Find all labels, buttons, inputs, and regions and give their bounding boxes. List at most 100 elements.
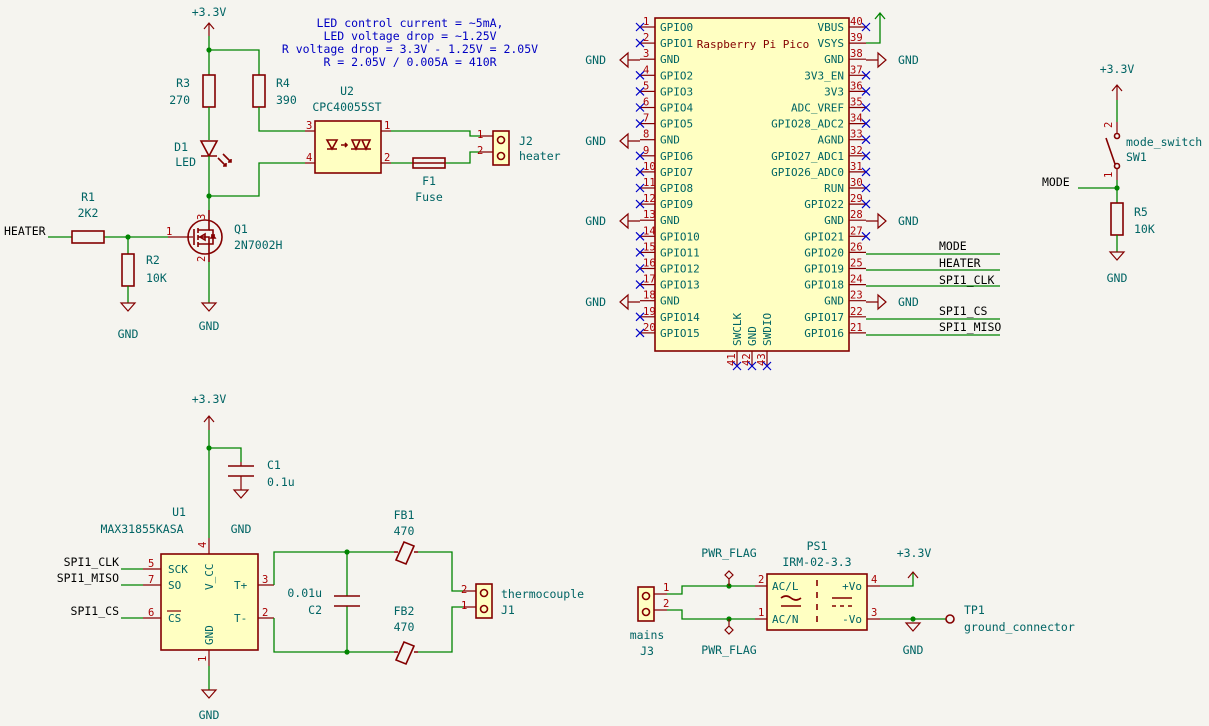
- pico-pin-name: SWCLK: [731, 313, 744, 346]
- ssr-u2[interactable]: U2 CPC40055ST 3 4 1 2: [305, 84, 391, 174]
- net-label-spi-miso-pico[interactable]: SPI1_MISO: [939, 320, 1001, 334]
- testpoint-tp1[interactable]: TP1 ground_connector: [945, 603, 1075, 634]
- net-label-spi-cs-u1[interactable]: SPI1_CS: [71, 604, 120, 618]
- net-label-heater-pico[interactable]: HEATER: [939, 256, 981, 270]
- ground-icon: [619, 293, 640, 311]
- net-label-mode-switch[interactable]: MODE: [1042, 175, 1070, 189]
- fuse-f1[interactable]: F1 Fuse: [412, 157, 446, 204]
- pwr-flag-bottom[interactable]: PWR_FLAG: [701, 619, 757, 657]
- ferrite-fb2[interactable]: FB2 470: [394, 604, 418, 666]
- connector-j3[interactable]: 1 2 mains J3: [630, 582, 670, 658]
- gnd-r2[interactable]: GND: [118, 302, 139, 341]
- capacitor-c1[interactable]: C1 0.1u: [228, 458, 295, 490]
- resistor-r5[interactable]: R5 10K: [1110, 202, 1155, 236]
- fb1-value: 470: [394, 524, 415, 538]
- net-label-spi-clk-u1[interactable]: SPI1_CLK: [64, 555, 119, 569]
- net-label-spi-clk-pico[interactable]: SPI1_CLK: [939, 273, 994, 287]
- gnd-q1[interactable]: GND: [199, 302, 220, 333]
- led-d1[interactable]: D1 LED: [174, 140, 232, 169]
- gnd-pin18[interactable]: GND: [585, 293, 640, 311]
- power-3v3-max[interactable]: +3.3V: [192, 392, 227, 430]
- ferrite-fb1[interactable]: FB1 470: [394, 508, 418, 566]
- net-label-mode-pico[interactable]: MODE: [939, 239, 967, 253]
- net-label-spi-miso-u1[interactable]: SPI1_MISO: [57, 571, 119, 585]
- resistor-r4[interactable]: R4 390: [252, 74, 297, 108]
- gnd-pin13[interactable]: GND: [585, 212, 640, 230]
- u2-pin-4: 4: [306, 152, 312, 164]
- gnd-pin8[interactable]: GND: [585, 132, 640, 150]
- resistor-r2[interactable]: R2 10K: [121, 253, 167, 287]
- power-3v3-switch[interactable]: +3.3V: [1100, 62, 1135, 100]
- pico-pin-name: RUN: [824, 182, 844, 195]
- ic-u1[interactable]: U1 MAX31855KASA SCK SO CS T+ T- V_CC GND…: [100, 505, 274, 666]
- power-3v3-psu[interactable]: +3.3V: [897, 546, 932, 579]
- gnd-pin3[interactable]: GND: [585, 51, 640, 69]
- no-connect-icon: [635, 199, 645, 209]
- net-label-spi-cs-pico[interactable]: SPI1_CS: [939, 304, 988, 318]
- resistor-r1[interactable]: R1 2K2: [71, 190, 105, 244]
- gnd-r5[interactable]: GND: [1107, 251, 1128, 285]
- gnd-u1[interactable]: GND: [199, 689, 220, 722]
- gnd-pin28[interactable]: GND: [866, 212, 919, 230]
- resistor-r3[interactable]: R3 270: [169, 74, 216, 108]
- gnd-pin38[interactable]: GND: [866, 51, 919, 69]
- mosfet-q1[interactable]: 1 3 2 Q1 2N7002H: [166, 210, 283, 262]
- power-3v3-top[interactable]: +3.3V: [192, 5, 227, 36]
- switch-sw1[interactable]: 2 1 SW1 mode_switch: [1103, 122, 1202, 180]
- connector-j2[interactable]: 1 2 J2 heater: [477, 129, 561, 166]
- gnd-psu[interactable]: GND: [903, 622, 924, 657]
- capacitor-c2[interactable]: 0.01u C2: [287, 586, 360, 617]
- gnd-pin23[interactable]: GND: [866, 293, 919, 311]
- pwr-flag-top[interactable]: PWR_FLAG: [701, 546, 757, 586]
- psu-ps1[interactable]: PS1 IRM-02-3.3 AC/L AC/N +Vo -Vo 2 1 4 3: [755, 539, 880, 631]
- connector-j1[interactable]: 2 1 thermocouple J1: [461, 583, 584, 619]
- gnd-c1[interactable]: GND: [231, 489, 252, 536]
- net-label-heater-left[interactable]: HEATER: [4, 224, 46, 238]
- gnd-r5-label: GND: [1107, 271, 1128, 285]
